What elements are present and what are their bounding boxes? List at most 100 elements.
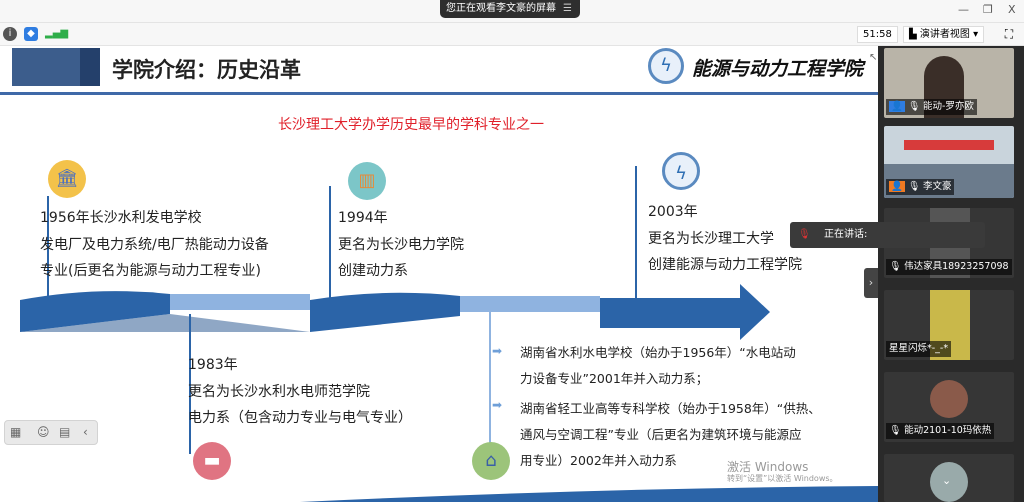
participant-name: 🎙 能动2101-10玛依热: [886, 423, 995, 439]
participant-name: 星星闪烁*-_-*: [886, 341, 952, 357]
timeline-connector: [189, 314, 191, 454]
watermark-title: 激活 Windows: [727, 460, 809, 474]
view-mode-label: 演讲者视图: [919, 29, 970, 40]
school-logo-icon: ϟ: [648, 48, 684, 84]
apps-icon[interactable]: ▦: [10, 425, 22, 439]
school-logo-text: 能源与动力工程学院: [692, 58, 864, 80]
info-icon[interactable]: i: [3, 27, 17, 41]
participant-label: 能动2101-10玛依热: [904, 425, 992, 436]
slide-subtitle: 长沙理工大学办学历史最早的学科专业之一: [278, 117, 544, 133]
header-block-dark: [80, 48, 100, 86]
timeline-connector: [635, 166, 637, 300]
event-line: 更名为长沙水利水电师范学院: [188, 383, 370, 400]
timeline-connector: [489, 312, 491, 452]
participant-tile[interactable]: 👤 🎙 李文豪: [884, 126, 1014, 198]
avatar: [930, 380, 968, 418]
signal-icon[interactable]: ▂▄▆: [45, 28, 69, 39]
event-line: 更名为长沙理工大学: [648, 230, 774, 247]
school-building-icon: ⌂: [472, 442, 510, 480]
event-line: 1994年: [338, 210, 388, 226]
participant-panel: 👤 🎙 能动-罗亦欧 👤 🎙 李文豪 🎙 伟达家具18923257098 星星闪…: [878, 46, 1024, 502]
user-icon: 👤: [889, 101, 905, 112]
timeline-ribbon: [20, 284, 770, 340]
event-1983: 1983年 更名为长沙水利水电师范学院 电力系（包含动力专业与电气专业）: [188, 352, 412, 432]
view-icon: ▙: [909, 29, 920, 40]
timeline-connector: [47, 196, 49, 300]
timeline-connector: [329, 186, 331, 298]
speaking-indicator: 🎙 正在讲话:: [790, 222, 985, 248]
university-icon: 🏛: [48, 160, 86, 198]
event-line: 更名为长沙电力学院: [338, 236, 464, 253]
participant-label: 伟达家具18923257098: [904, 261, 1009, 272]
merger-line: 湖南省水利水电学校（始办于1956年）“水电站动: [520, 345, 796, 360]
school-logo-icon: ϟ: [662, 152, 700, 190]
event-line: 创建能源与动力工程学院: [648, 257, 802, 273]
panel-toggle-button[interactable]: ›: [864, 268, 878, 298]
minimize-button[interactable]: —: [958, 3, 969, 16]
merger-line: 通风与空调工程”专业（后更名为建筑环境与能源应: [520, 427, 802, 442]
close-button[interactable]: X: [1008, 3, 1016, 16]
mic-icon: 🎙: [907, 181, 920, 192]
windows-activation-watermark: 激活 Windows 转到“设置”以激活 Windows。: [727, 461, 838, 484]
title-bar: 您正在观看李文豪的屏幕 ☰ — ❐ X: [0, 0, 1024, 22]
bottom-ribbon: [300, 486, 878, 502]
merger-1: 湖南省水利水电学校（始办于1956年）“水电站动 力设备专业”2001年并入动力…: [520, 340, 796, 392]
mic-muted-icon: 🎙: [889, 261, 902, 272]
menu-icon[interactable]: ☰: [563, 3, 572, 14]
avatar: [930, 462, 968, 502]
arrow-right-icon: ➡: [492, 344, 503, 358]
chevron-down-icon: ▾: [973, 29, 979, 40]
arrow-right-icon: ➡: [492, 398, 503, 412]
merger-2: 湖南省轻工业高等专科学校（始办于1958年）“供热、 通风与空调工程”专业（后更…: [520, 396, 821, 474]
event-line: 发电厂及电力系统/电厂热能动力设备: [40, 236, 269, 253]
watermark-subtitle: 转到“设置”以激活 Windows。: [727, 474, 838, 483]
participant-name: 👤 🎙 李文豪: [886, 179, 955, 195]
participant-tile[interactable]: 👤 🎙 能动-罗亦欧: [884, 48, 1014, 118]
participant-label: 能动-罗亦欧: [922, 101, 974, 112]
event-line: 创建动力系: [338, 263, 408, 279]
event-line: 2003年: [648, 204, 698, 220]
floating-toolbar: ▦ ☺ ▤ ‹: [4, 420, 98, 445]
restore-button[interactable]: ❐: [983, 3, 993, 16]
header-block: [12, 48, 80, 86]
fullscreen-icon[interactable]: ⛶: [1004, 27, 1014, 41]
banner-in-video: [904, 140, 994, 150]
chat-icon[interactable]: ▤: [59, 425, 71, 439]
participant-name: 👤 🎙 能动-罗亦欧: [886, 99, 977, 115]
chevron-down-icon[interactable]: ⌄: [942, 474, 952, 487]
shield-icon[interactable]: ◆: [24, 27, 38, 41]
slide-title: 学院介绍：历史沿革: [112, 58, 301, 82]
event-line: 1956年长沙水利发电学校: [40, 210, 202, 226]
participant-tile[interactable]: 星星闪烁*-_-*: [884, 290, 1014, 360]
merger-line: 力设备专业”2001年并入动力系；: [520, 371, 709, 386]
event-line: 电力系（包含动力专业与电气专业）: [188, 410, 412, 426]
participant-name: 🎙 伟达家具18923257098: [886, 259, 1012, 275]
sofa-icon: ▬: [193, 442, 231, 480]
emoji-icon[interactable]: ☺: [37, 425, 50, 439]
event-1956: 1956年长沙水利发电学校 发电厂及电力系统/电厂热能动力设备 专业(后更名为能…: [40, 205, 269, 285]
participant-tile[interactable]: 🎙 能动2101-10玛依热: [884, 372, 1014, 442]
meeting-toolbar: i ◆ ▂▄▆ 51:58 ▙ 演讲者视图 ▾ ⛶: [0, 22, 1024, 46]
building-icon: ▥: [348, 162, 386, 200]
participant-label: 李文豪: [922, 181, 952, 192]
merger-line: 用专业）2002年并入动力系: [520, 453, 677, 468]
mouse-cursor-icon: ↖: [869, 52, 878, 63]
banner-text: 您正在观看李文豪的屏幕: [446, 3, 556, 14]
user-icon: 👤: [889, 181, 905, 192]
view-mode-dropdown[interactable]: ▙ 演讲者视图 ▾: [903, 26, 985, 43]
participant-tile[interactable]: ⌄: [884, 454, 1014, 502]
mic-muted-icon: 🎙: [889, 425, 902, 436]
screen-share-banner[interactable]: 您正在观看李文豪的屏幕 ☰: [440, 0, 580, 18]
merger-line: 湖南省轻工业高等专科学校（始办于1958年）“供热、: [520, 401, 821, 416]
meeting-timer: 51:58: [857, 26, 898, 43]
collapse-icon[interactable]: ‹: [83, 425, 88, 439]
event-2003: 2003年 更名为长沙理工大学 创建能源与动力工程学院: [648, 199, 802, 279]
header-divider: [0, 92, 878, 95]
event-1994: 1994年 更名为长沙电力学院 创建动力系: [338, 205, 464, 285]
mic-muted-icon: 🎙: [907, 101, 920, 112]
event-line: 1983年: [188, 357, 238, 373]
speaking-label: 正在讲话:: [824, 229, 868, 240]
event-line: 专业(后更名为能源与动力工程专业): [40, 263, 261, 279]
mic-muted-icon: 🎙: [798, 229, 811, 240]
shared-slide: 学院介绍：历史沿革 ϟ 能源与动力工程学院 长沙理工大学办学历史最早的学科专业之…: [0, 46, 878, 502]
